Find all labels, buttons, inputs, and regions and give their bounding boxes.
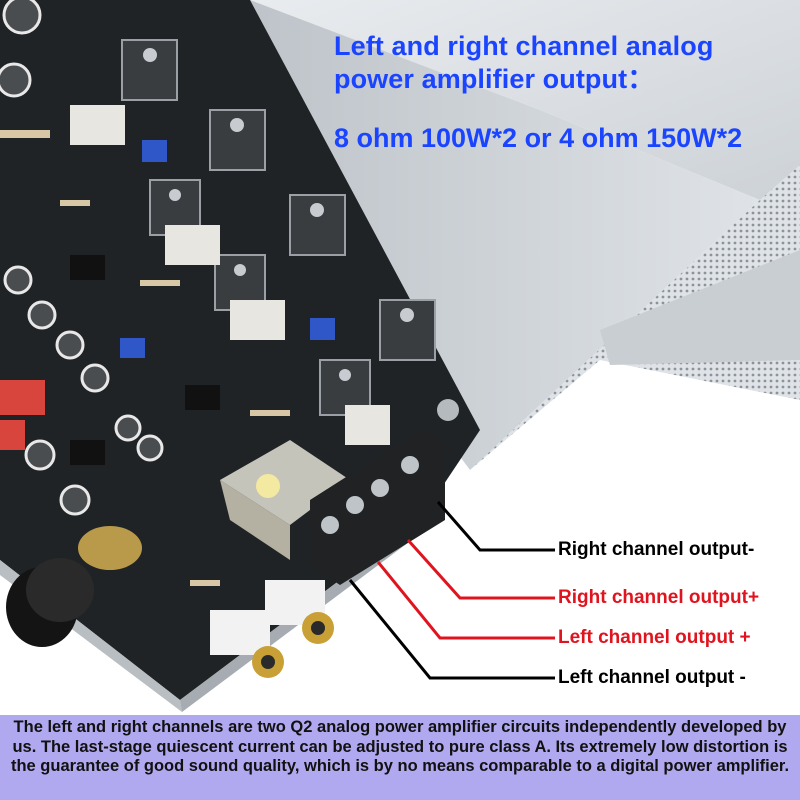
resistors [0, 130, 290, 586]
leader-lines [348, 501, 555, 680]
volume-knob [6, 526, 142, 647]
rca-jacks [210, 580, 334, 678]
blue-trimmers [120, 140, 335, 358]
label-left-output-plus: Left channel output + [558, 627, 751, 648]
page-title: Left and right channel analog power ampl… [334, 31, 714, 94]
capacitors [0, 0, 164, 516]
transistor-screws [143, 48, 414, 381]
label-left-output-minus: Left channel output - [558, 667, 746, 688]
label-right-output-plus: Right channel output+ [558, 587, 760, 608]
label-right-output-minus: Right channel output- [558, 539, 755, 560]
power-spec: 8 ohm 100W*2 or 4 ohm 150W*2 [334, 123, 743, 153]
ic-chips [70, 255, 220, 465]
red-film-capacitors [0, 380, 45, 450]
description-banner: The left and right channels are two Q2 a… [0, 715, 800, 800]
terminal-blocks [310, 399, 459, 585]
white-power-resistors [70, 105, 390, 445]
